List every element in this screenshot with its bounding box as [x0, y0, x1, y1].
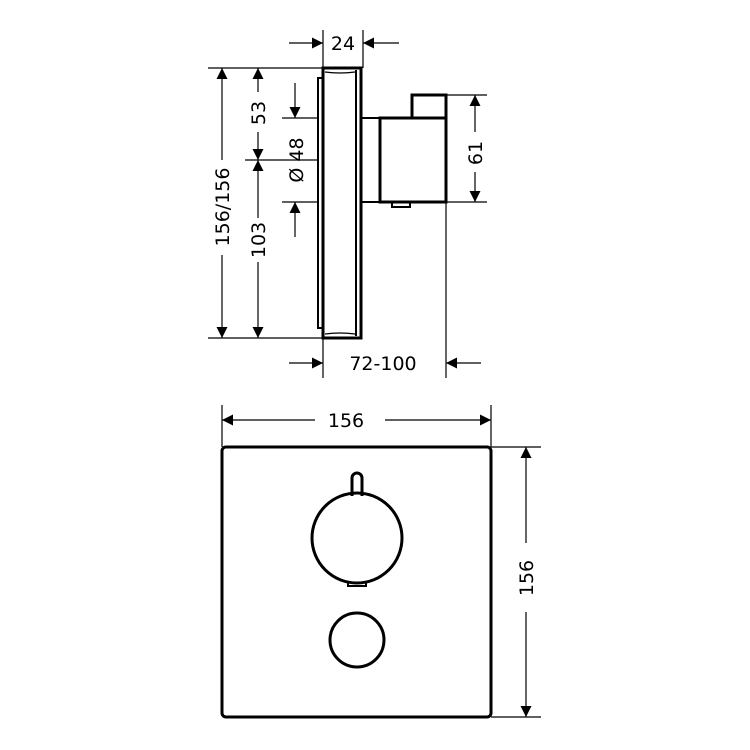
dim-label-53: 53: [248, 101, 270, 125]
thermostat-knob: [310, 491, 404, 585]
thermostat-bottom-tab: [391, 202, 411, 208]
dim-label-height-156: 156: [516, 560, 538, 596]
dim-label-61: 61: [465, 141, 487, 165]
cover-plate-outline: [321, 66, 363, 340]
knob-bottom-notch: [347, 582, 367, 587]
cover-plate-step: [317, 77, 323, 329]
dim-label-103: 103: [248, 222, 270, 258]
plate-top-chamfer: [324, 71, 356, 335]
dim-label-width-156: 156: [328, 410, 364, 432]
front-view: 156 156: [220, 405, 541, 719]
cover-plate-front: [220, 445, 493, 719]
temperature-handle-pin: [350, 471, 364, 496]
dim-label-72-100: 72-100: [349, 353, 416, 375]
thermostat-handle-nub: [410, 93, 448, 118]
side-view: 24 156/156 53 103 Ø 48 61 72-100: [208, 30, 487, 378]
thermostat-body: [378, 116, 448, 204]
dim-label-156-156: 156/156: [212, 168, 234, 247]
dim-label-24: 24: [331, 33, 355, 55]
thermostat-neck: [361, 117, 381, 203]
shutoff-button: [328, 611, 386, 669]
dim-label-diameter-48: Ø 48: [286, 137, 308, 182]
